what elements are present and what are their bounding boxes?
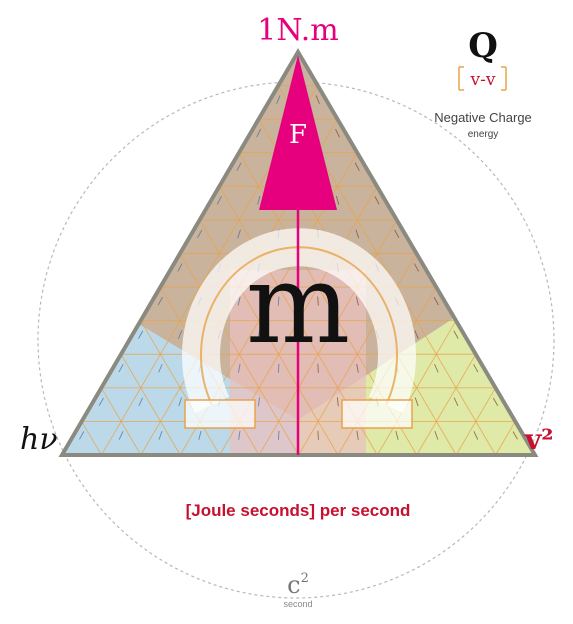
bottom-symbol-c: c	[287, 571, 300, 599]
top-unit-label: 1N.m	[257, 13, 338, 48]
mass-label: m	[246, 240, 350, 368]
bottom-sub-label: second	[283, 599, 312, 609]
formula-v2: v	[485, 70, 496, 90]
force-label: F	[289, 120, 307, 150]
right-vertex-label: v²	[524, 423, 554, 456]
legend-line2: energy	[468, 129, 499, 140]
legend-formula-text: v-v	[470, 70, 496, 90]
bottom-symbol: c2	[287, 571, 309, 599]
bottom-symbol-exponent: 2	[301, 571, 309, 586]
formula-v1: v	[470, 70, 481, 90]
legend-formula: v-v	[459, 67, 506, 90]
bottom-caption: [Joule seconds] per second	[186, 501, 411, 520]
legend-symbol: Q	[468, 26, 498, 66]
left-vertex-label: hν	[20, 422, 58, 457]
legend-line1: Negative Charge	[434, 110, 532, 125]
